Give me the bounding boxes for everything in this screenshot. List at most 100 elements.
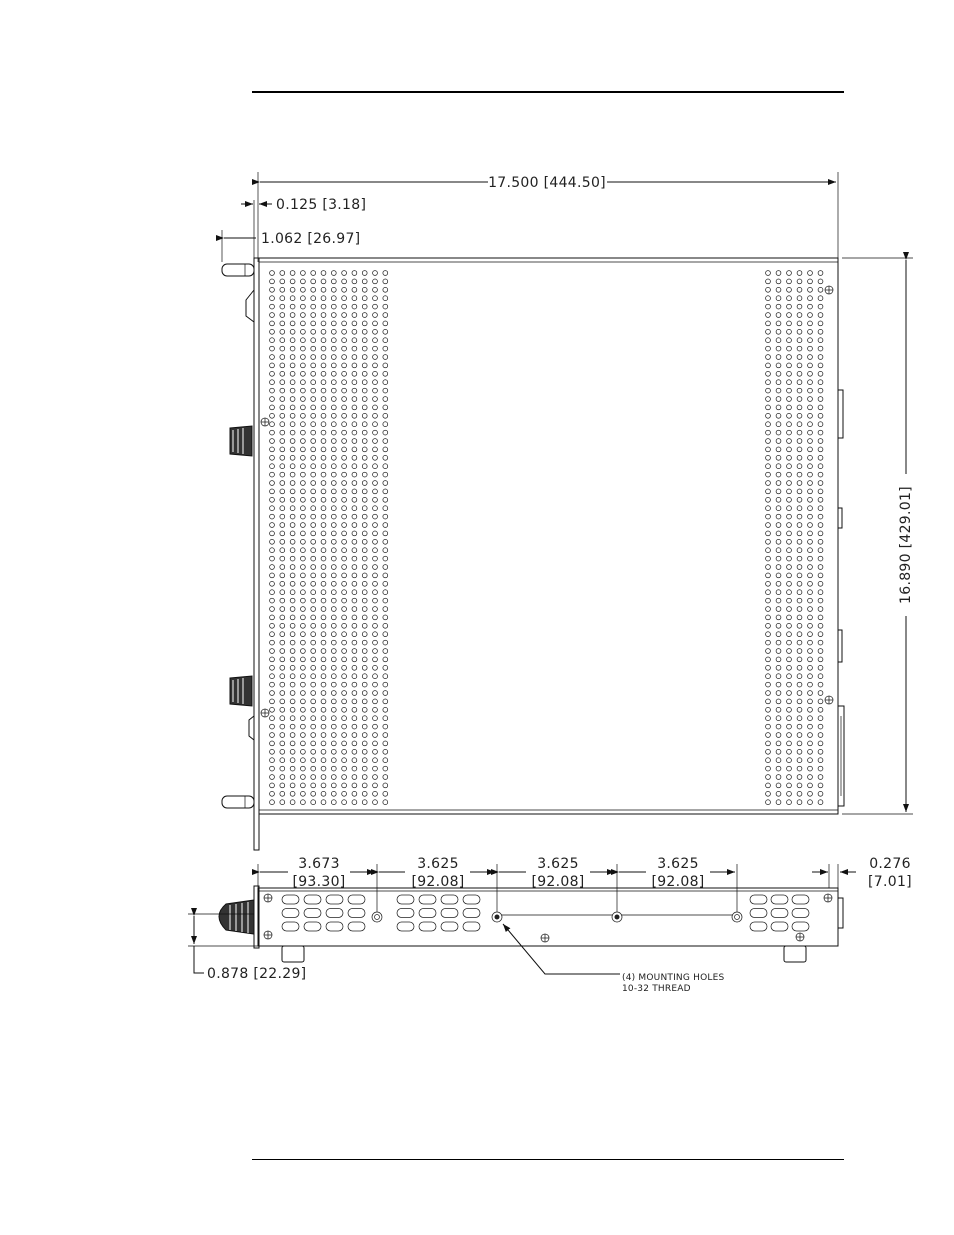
- vent-hole: [310, 547, 316, 553]
- vent-hole: [372, 631, 378, 637]
- vent-hole: [289, 589, 296, 595]
- vent-hole: [269, 749, 275, 755]
- vent-hole: [300, 480, 306, 486]
- vent-hole: [817, 774, 824, 780]
- vent-hole: [351, 379, 358, 385]
- vent-hole: [786, 614, 792, 621]
- vent-hole: [310, 539, 316, 545]
- vent-hole: [382, 513, 389, 520]
- vent-hole: [786, 413, 792, 419]
- vent-hole: [279, 589, 286, 595]
- vent-hole: [775, 471, 782, 478]
- vent-hole: [817, 471, 824, 478]
- vent-hole: [786, 547, 792, 553]
- vent-hole: [786, 740, 792, 747]
- vent-hole: [351, 446, 358, 453]
- vent-hole: [775, 673, 782, 679]
- vent-hole: [372, 681, 378, 688]
- vent-hole: [372, 707, 378, 713]
- vent-hole: [289, 715, 296, 721]
- vent-hole: [361, 312, 368, 318]
- vent-hole: [372, 572, 378, 579]
- vent-slot: [396, 908, 415, 918]
- vent-hole: [310, 740, 316, 747]
- vent-hole: [320, 329, 327, 335]
- vent-hole: [279, 665, 286, 671]
- vent-hole: [320, 530, 327, 537]
- vent-hole: [765, 387, 771, 394]
- vent-hole: [331, 555, 337, 562]
- vent-hole: [775, 698, 782, 705]
- vent-hole: [361, 471, 368, 478]
- vent-hole: [300, 539, 306, 545]
- vent-hole: [361, 362, 368, 369]
- vent-hole: [807, 455, 813, 461]
- vent-hole: [786, 488, 792, 495]
- vent-hole: [361, 765, 368, 772]
- vent-hole: [775, 463, 782, 469]
- vent-hole: [765, 581, 771, 587]
- vent-hole: [775, 362, 782, 369]
- vent-hole: [817, 463, 824, 469]
- vent-hole: [331, 723, 337, 730]
- vent-hole: [817, 555, 824, 562]
- vent-hole: [279, 539, 286, 545]
- vent-hole: [807, 547, 813, 553]
- vent-hole: [796, 513, 803, 520]
- vent-hole: [279, 782, 286, 789]
- vent-hole: [382, 530, 389, 537]
- vent-hole: [289, 438, 296, 444]
- vent-hole: [341, 589, 347, 595]
- vent-hole: [382, 396, 389, 402]
- vent-hole: [765, 362, 771, 369]
- vent-hole: [351, 698, 358, 705]
- vent-hole: [807, 606, 813, 612]
- vent-hole: [775, 345, 782, 352]
- vent-hole: [351, 774, 358, 780]
- vent-hole: [310, 429, 316, 436]
- vent-slot: [791, 908, 810, 918]
- vent-hole: [300, 690, 306, 696]
- vent-hole: [361, 732, 368, 738]
- vent-hole: [289, 740, 296, 747]
- vent-hole: [765, 513, 771, 520]
- vent-hole: [300, 547, 306, 553]
- vent-slot: [418, 921, 437, 932]
- vent-hole: [341, 597, 347, 604]
- vent-hole: [320, 757, 327, 763]
- vent-hole: [796, 404, 803, 411]
- vent-hole: [341, 572, 347, 579]
- vent-hole: [796, 623, 803, 629]
- vent-hole: [300, 749, 306, 755]
- vent-hole: [310, 497, 316, 503]
- vent-hole: [765, 505, 771, 511]
- vent-hole: [279, 707, 286, 713]
- vent-hole: [765, 791, 771, 797]
- vent-slot: [325, 894, 344, 905]
- vent-hole: [300, 471, 306, 478]
- vent-hole: [775, 505, 782, 511]
- screw-front-upper: [260, 417, 270, 427]
- vent-hole: [300, 497, 306, 503]
- vent-hole: [382, 656, 389, 663]
- vent-hole: [269, 480, 275, 486]
- vent-hole: [341, 539, 347, 545]
- vent-hole: [817, 505, 824, 511]
- vent-hole: [786, 749, 792, 755]
- vent-hole: [269, 413, 275, 419]
- vent-hole: [289, 690, 296, 696]
- vent-hole: [765, 438, 771, 444]
- vent-hole: [372, 732, 378, 738]
- vent-slot: [770, 908, 789, 918]
- vent-hole: [382, 673, 389, 679]
- vent-hole: [320, 749, 327, 755]
- vent-hole: [765, 564, 771, 570]
- vent-hole: [331, 740, 337, 747]
- vent-hole: [765, 312, 771, 318]
- vent-hole: [341, 799, 347, 805]
- vent-hole: [310, 312, 316, 318]
- vent-hole: [382, 446, 389, 453]
- vent-hole: [269, 530, 275, 537]
- vent-hole: [372, 673, 378, 679]
- vent-hole: [331, 715, 337, 721]
